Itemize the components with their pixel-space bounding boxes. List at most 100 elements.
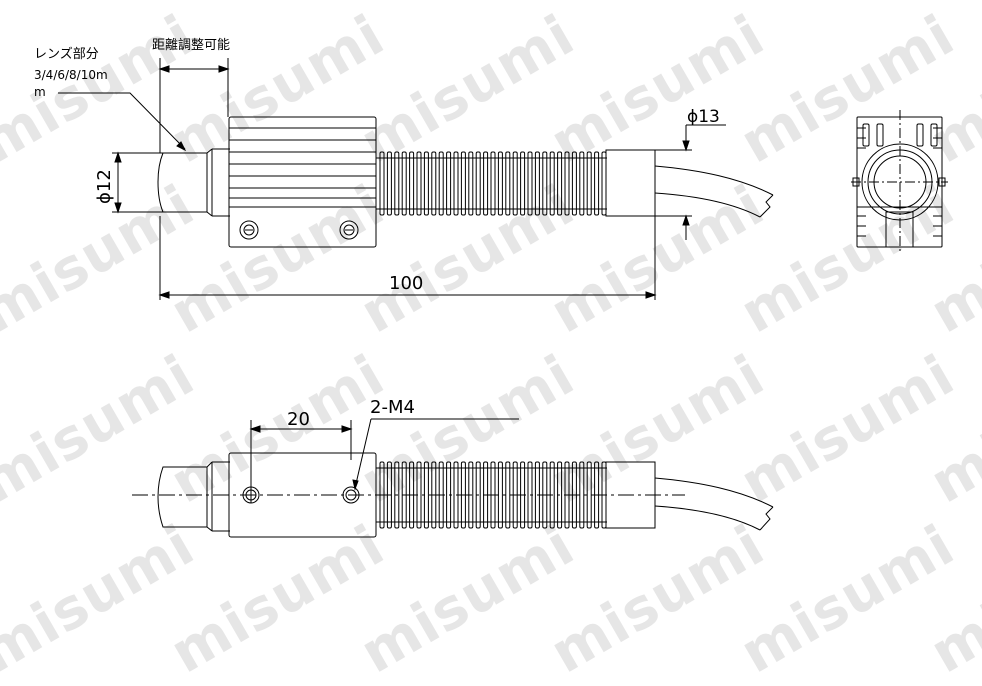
spring-rib [512, 461, 518, 529]
spring-rib [542, 151, 548, 216]
lens-tube-bottom [157, 461, 230, 532]
dimension-100 [158, 216, 657, 300]
spring-rib [586, 151, 592, 216]
spring-rib [571, 461, 577, 529]
spring-rib [549, 151, 555, 216]
spring-rib [534, 151, 540, 216]
end-fin [862, 123, 870, 147]
spring-rib [409, 151, 415, 216]
dimension-focus-adjust [158, 58, 230, 153]
dim-20-label: 20 [287, 409, 310, 430]
spring-rib [394, 461, 400, 529]
spring-rib [460, 151, 466, 216]
spring-rib [490, 151, 496, 216]
dimension-phi13 [655, 124, 726, 240]
spring-rib [564, 461, 570, 529]
mount-hole-right [339, 220, 359, 240]
heatsink-body [228, 116, 377, 248]
spring-rib [401, 151, 407, 216]
mount-hole-left [239, 220, 259, 240]
cable-sleeve [605, 149, 656, 217]
spring-rib [453, 151, 459, 216]
spring-rib [594, 151, 600, 216]
spring-rib [431, 151, 437, 216]
spring-rib [497, 461, 503, 529]
cable-sleeve-bottom [605, 461, 656, 529]
m4-label: 2-M4 [370, 397, 415, 418]
spring-rib [579, 151, 585, 216]
dimension-phi12 [112, 151, 163, 214]
end-view-fins [857, 123, 942, 237]
spring-rib [527, 151, 533, 216]
phi13-label: ϕ13 [687, 107, 720, 127]
end-fin [876, 123, 884, 147]
spring-rib [409, 461, 415, 529]
spring-rib [557, 461, 563, 529]
spring-rib [601, 151, 607, 216]
spring-rib [379, 461, 385, 529]
body-bottom [228, 452, 377, 538]
dim-100-label: 100 [389, 273, 423, 294]
lens-tube [157, 148, 230, 217]
end-fin [916, 123, 924, 147]
lens-label: レンズ部分 [34, 46, 99, 62]
spring-rib [520, 151, 526, 216]
spring-rib [431, 461, 437, 529]
spring-rib [475, 461, 481, 529]
spring-rib [483, 461, 489, 529]
lens-leader-line [58, 92, 187, 152]
end-fin [930, 123, 938, 147]
spring-rib [438, 461, 444, 529]
spring-rib [453, 461, 459, 529]
spring-rib [468, 151, 474, 216]
spring-rib [394, 151, 400, 216]
bottom-view [132, 418, 774, 538]
heatsink-fins [229, 127, 376, 199]
spring-rib [446, 461, 452, 529]
spring-rib [483, 151, 489, 216]
lens-lengths-line1: 3/4/6/8/10m [34, 68, 108, 82]
spring-rib [386, 461, 392, 529]
top-view [58, 58, 774, 300]
spring-rib [490, 461, 496, 529]
spring-rib [549, 461, 555, 529]
spring-rib [497, 151, 503, 216]
spring-rib [594, 461, 600, 529]
tap-hole-right [342, 486, 360, 504]
spring-rib [416, 151, 422, 216]
spring-rib [379, 151, 385, 216]
spring-rib [534, 461, 540, 529]
spring-rib [527, 461, 533, 529]
m4-leader-line [352, 418, 519, 491]
spring-rib [438, 151, 444, 216]
spring-rib [505, 151, 511, 216]
spring-rib [423, 461, 429, 529]
spring-rib [512, 151, 518, 216]
spring-rib [557, 151, 563, 216]
spring-rib [460, 461, 466, 529]
phi12-label: ϕ12 [94, 169, 115, 204]
spring-rib [542, 461, 548, 529]
dimension-20 [249, 420, 353, 503]
spring-rib [386, 151, 392, 216]
spring-rib [468, 461, 474, 529]
cable-bottom [654, 477, 774, 531]
spring-rib [416, 461, 422, 529]
corrugated-spring-bottom [376, 461, 607, 529]
spring-rib [475, 151, 481, 216]
spring-rib [571, 151, 577, 216]
spring-rib [520, 461, 526, 529]
spring-rib [401, 461, 407, 529]
cable [654, 165, 774, 218]
spring-rib [586, 461, 592, 529]
spring-rib [564, 151, 570, 216]
spring-rib [579, 461, 585, 529]
corrugated-spring [376, 151, 607, 216]
technical-drawing: レンズ部分 3/4/6/8/10m m 距離調整可能 ϕ12 ϕ13 100 2… [34, 38, 948, 538]
focus-adjust-label: 距離調整可能 [152, 38, 230, 53]
end-view [851, 110, 948, 254]
spring-rib [423, 151, 429, 216]
lens-lengths-line2: m [34, 85, 46, 99]
spring-rib [505, 461, 511, 529]
spring-rib [446, 151, 452, 216]
